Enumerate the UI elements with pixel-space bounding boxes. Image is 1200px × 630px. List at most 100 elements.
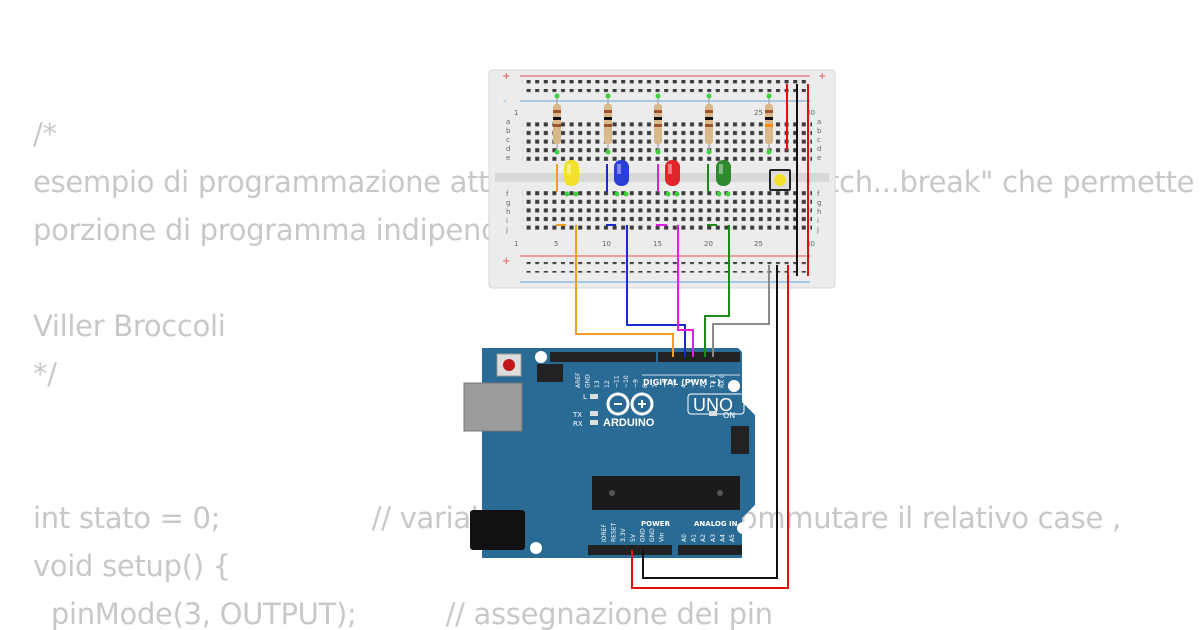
rx-led-label: RX: [573, 420, 583, 428]
rail-plus-label: +: [818, 71, 826, 82]
row-letter: f: [506, 190, 509, 198]
led-green[interactable]: [716, 160, 731, 186]
resistor[interactable]: [705, 96, 713, 152]
row-letter: c: [506, 136, 510, 144]
tx-led-label: TX: [572, 411, 582, 419]
column-number: 15: [653, 240, 662, 248]
led-body: [564, 160, 579, 186]
column-number: 1: [514, 109, 518, 117]
wire-red[interactable]: [631, 265, 789, 589]
column-number: 10: [602, 240, 611, 248]
leds[interactable]: [564, 160, 731, 197]
pin-label: TX 1: [709, 374, 716, 389]
pushbutton[interactable]: [769, 169, 791, 191]
row-letter: d: [506, 145, 510, 153]
wire-black[interactable]: [642, 265, 778, 579]
row-letter: i: [817, 217, 819, 225]
led-yellow[interactable]: [564, 160, 579, 186]
row-letter: b: [506, 127, 511, 135]
code-line: void setup() {: [33, 549, 231, 583]
wire-yellow[interactable]: [575, 225, 674, 357]
digital-header-left[interactable]: [550, 352, 656, 362]
wire-magenta[interactable]: [677, 225, 694, 357]
resistor[interactable]: [553, 96, 561, 152]
code-line: Viller Broccoli: [33, 309, 226, 343]
power-jack-icon: [470, 510, 525, 550]
pin-label: A0: [681, 534, 688, 542]
usb-port-icon: [463, 382, 523, 432]
column-number: 20: [704, 240, 713, 248]
pin-label: 5V: [630, 533, 637, 542]
digital-label: DIGITAL (PWM ~): [643, 378, 721, 387]
pin-label: ~3: [690, 379, 697, 388]
pin-label: IOREF: [601, 524, 608, 542]
pin-label: GND: [639, 528, 646, 542]
row-letter: a: [817, 118, 821, 126]
code-line: /*: [33, 117, 57, 151]
breadboard-column-numbers: 1 1 5 10 15 20 25 25 30 30: [514, 109, 815, 248]
pin-label: A3: [710, 534, 717, 542]
led-red[interactable]: [665, 160, 680, 186]
arduino-uno-board[interactable]: ARDUINO UNO ON DIGITAL (PWM ~) L TX RX P…: [463, 348, 755, 558]
l-led-label: L: [583, 393, 587, 401]
microcontroller-chip: [592, 476, 740, 510]
analog-header[interactable]: [678, 545, 742, 555]
pin-label: ~10: [623, 375, 630, 388]
column-number: 30: [806, 240, 815, 248]
pin-label: 8: [642, 384, 649, 388]
row-letter: a: [506, 118, 510, 126]
led-body: [614, 160, 629, 186]
row-letter: f: [817, 190, 820, 198]
row-letter: h: [817, 208, 821, 216]
power-label: POWER: [641, 520, 671, 528]
column-number: 25: [754, 109, 763, 117]
pin-label: GND: [585, 374, 592, 388]
row-letter: e: [817, 154, 821, 162]
wire-green[interactable]: [704, 225, 730, 357]
pin-label: 4: [681, 384, 688, 388]
pin-label: Vin: [659, 532, 666, 542]
pin-label: 3.3V: [620, 527, 627, 542]
pin-label: 2: [700, 384, 707, 388]
row-letter: e: [506, 154, 510, 162]
pin-label: 13: [594, 380, 601, 388]
breadboard-row-letters: a b c d e f g h i j a b c d e f g h i j: [505, 118, 822, 234]
resistor[interactable]: [654, 96, 662, 152]
pin-label: ~6: [661, 379, 668, 388]
pin-label: ~5: [671, 379, 678, 388]
led-body: [716, 160, 731, 186]
resistor[interactable]: [765, 96, 773, 152]
wire-blue[interactable]: [626, 225, 686, 357]
pin-label: ~11: [613, 375, 620, 388]
column-number: 25: [754, 240, 763, 248]
column-number: 5: [554, 240, 558, 248]
pin-label: ~9: [633, 379, 640, 388]
row-letter: h: [506, 208, 510, 216]
column-number: 1: [514, 240, 518, 248]
led-body: [665, 160, 680, 186]
analog-label: ANALOG IN: [694, 520, 738, 528]
pin-label: 12: [604, 380, 611, 388]
model-label: UNO: [693, 395, 733, 415]
row-letter: i: [506, 217, 508, 225]
rail-plus-label: +: [502, 256, 510, 267]
pin-label: GND: [649, 528, 656, 542]
pin-label: RESET: [611, 522, 618, 542]
rail-plus-label: +: [502, 71, 510, 82]
led-blue[interactable]: [614, 160, 629, 186]
resistors[interactable]: [553, 93, 773, 155]
row-letter: b: [817, 127, 822, 135]
row-letter: j: [505, 226, 508, 234]
pin-label: A5: [729, 534, 736, 542]
arduino-logo-text: ARDUINO: [603, 417, 655, 429]
pin-label: AREF: [575, 372, 582, 388]
digital-header-right[interactable]: [658, 352, 740, 362]
wire-gray[interactable]: [712, 265, 770, 357]
power-header[interactable]: [588, 545, 672, 555]
row-letter: d: [817, 145, 821, 153]
row-letter: c: [817, 136, 821, 144]
resistor[interactable]: [604, 96, 612, 152]
